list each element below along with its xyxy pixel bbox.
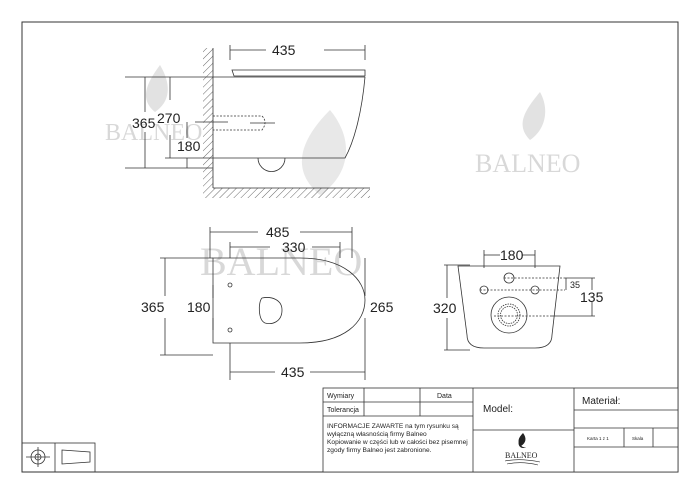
logo-text: BALNEO (505, 451, 538, 460)
front-view (444, 250, 595, 351)
dim-top-inner-length: 330 (282, 239, 306, 255)
balneo-logo: BALNEO (504, 433, 541, 466)
watermark-text: BALNEO (105, 120, 202, 146)
watermark-text: BALNEO (200, 239, 362, 284)
dim-front-offset-large: 135 (580, 289, 604, 305)
dim-top-fixing: 180 (187, 299, 211, 315)
top-view (160, 227, 366, 380)
dim-side-width: 435 (272, 42, 296, 58)
side-view (125, 45, 370, 198)
watermark-logos: BALNEO BALNEO BALNEO (105, 65, 580, 284)
projection-symbol (21, 442, 96, 473)
dim-top-seat: 265 (370, 299, 394, 315)
watermark-text: BALNEO (475, 149, 580, 178)
notice-line-1: INFORMACJE ZAWARTE na tym rysunku są (327, 423, 459, 430)
dim-top-width: 365 (141, 299, 165, 315)
date-label: Data (437, 393, 452, 400)
tolerance-label: Tolerancja (327, 407, 359, 414)
notice-line-3: Kopiowanie w części lub w całości bez pi… (327, 439, 468, 446)
material-label: Materiał: (582, 396, 620, 407)
title-block (322, 387, 679, 473)
notice-line-4: zgody firmy Balneo jest zabronione. (327, 447, 432, 454)
dim-front-fixing: 180 (500, 247, 524, 263)
sheet-label: Karta 1 z 1 (587, 436, 609, 441)
scale-label: Skala (632, 436, 644, 441)
dim-side-height-total: 365 (132, 115, 156, 131)
dim-front-height: 320 (433, 300, 457, 316)
model-label: Model: (483, 404, 513, 415)
dim-side-outlet: 180 (177, 138, 201, 154)
notice-line-2: wyłączną własnością firmy Balneo (326, 431, 427, 438)
dim-front-offset-small: 35 (570, 280, 580, 290)
dim-top-bottom-length: 435 (281, 364, 305, 380)
dim-side-inlet: 270 (157, 110, 181, 126)
dim-top-length: 485 (266, 224, 290, 240)
dimensions-label: Wymiary (327, 393, 355, 400)
